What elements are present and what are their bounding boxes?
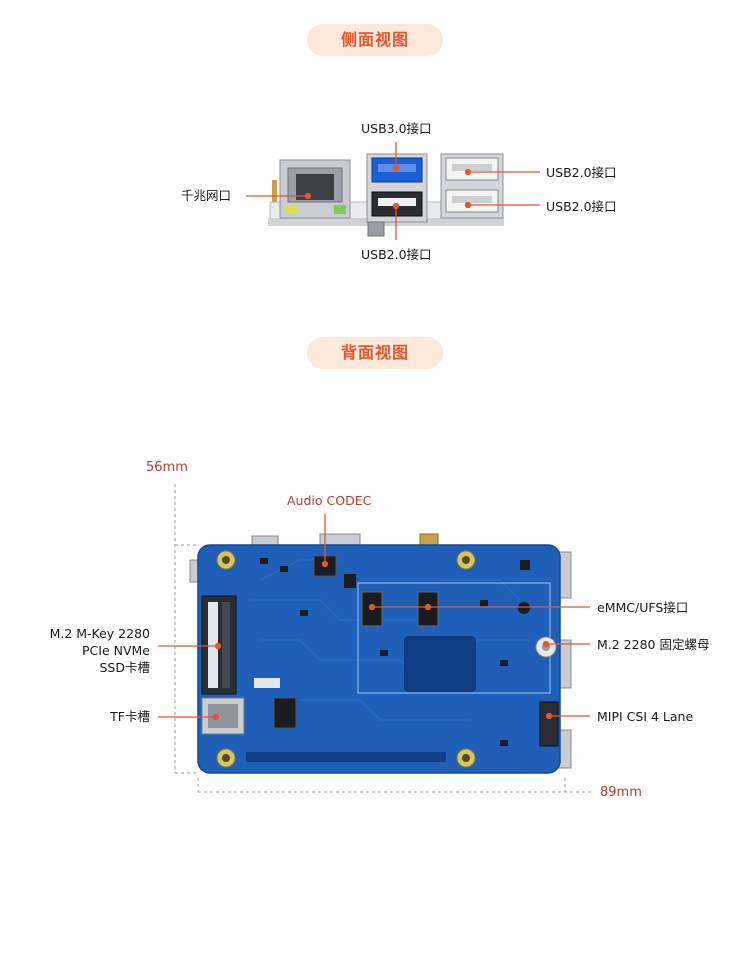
ethernet-port bbox=[279, 159, 351, 219]
m2-slot-label: M.2 M-Key 2280 PCIe NVMe SSD卡槽 bbox=[40, 625, 150, 676]
usb20-right-top-label: USB2.0接口 bbox=[546, 165, 617, 180]
side-view-title: 侧面视图 bbox=[307, 24, 443, 56]
dimension-height: 56mm bbox=[146, 460, 188, 475]
ethernet-label: 千兆网口 bbox=[181, 188, 232, 203]
side-view-board-illustration bbox=[246, 142, 540, 240]
back-view-board-illustration bbox=[158, 484, 592, 793]
usb30-label: USB3.0接口 bbox=[361, 121, 432, 136]
tf-slot bbox=[201, 697, 245, 735]
emmc-ufs-label: eMMC/UFS接口 bbox=[597, 600, 689, 615]
usb20-stack bbox=[440, 153, 504, 219]
m2-slot-label-line1: M.2 M-Key 2280 bbox=[49, 626, 150, 641]
m2-nut-label: M.2 2280 固定螺母 bbox=[597, 637, 710, 652]
dimension-width: 89mm bbox=[600, 785, 642, 800]
usb30-stack bbox=[366, 153, 428, 223]
m2-slot-label-line2: PCIe NVMe bbox=[82, 643, 150, 658]
back-view-title: 背面视图 bbox=[307, 337, 443, 369]
usb20-bottom-label: USB2.0接口 bbox=[361, 247, 432, 262]
mipi-csi-label: MIPI CSI 4 Lane bbox=[597, 709, 694, 724]
tf-slot-label: TF卡槽 bbox=[110, 709, 150, 724]
usb20-right-bottom-label: USB2.0接口 bbox=[546, 199, 617, 214]
m2-slot bbox=[201, 595, 237, 695]
m2-slot-label-line3: SSD卡槽 bbox=[99, 660, 151, 675]
audio-codec-label: Audio CODEC bbox=[287, 493, 372, 508]
